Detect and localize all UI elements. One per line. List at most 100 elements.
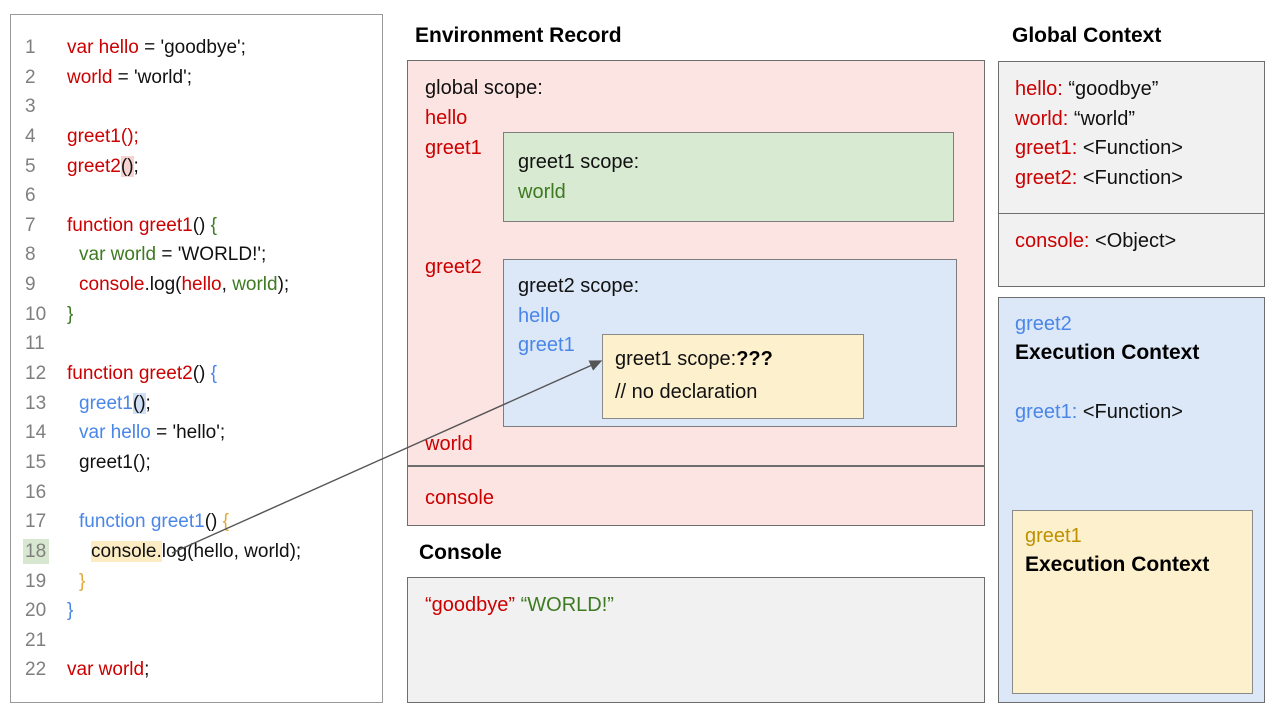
line-number: 4 (25, 122, 63, 152)
console-output-value: “WORLD!” (520, 594, 614, 616)
line-number: 14 (25, 418, 63, 448)
code-segment: { (210, 363, 217, 385)
code-segment: } (79, 570, 86, 592)
code-segment: function greet1 (79, 511, 205, 533)
code-segment: greet1(); (79, 451, 151, 473)
unknown-scope-marker: ??? (736, 348, 773, 370)
line-number-text: 15 (25, 451, 47, 473)
code-text (63, 96, 67, 117)
code-text (63, 333, 67, 354)
code-segment: .log( (144, 274, 182, 296)
entry-value: <Function> (1077, 401, 1183, 423)
code-text: function greet2() { (63, 363, 217, 384)
code-text (63, 185, 67, 206)
console-output-value: “goodbye” (425, 594, 516, 616)
line-number-text: 13 (25, 392, 47, 414)
context-entry: greet1: <Function> (1015, 398, 1183, 428)
code-text: console.log(hello, world); (63, 274, 289, 295)
unknown-scope-label: greet1 scope: (615, 348, 737, 370)
code-text: function greet1() { (63, 511, 229, 532)
greet1-ec-label: Execution Context (1025, 553, 1210, 576)
code-segment: = 'WORLD!'; (156, 244, 267, 266)
code-text: greet1(); (63, 126, 139, 147)
global-context-title: Global Context (1012, 24, 1162, 47)
greet1-scope-var-world: world (518, 181, 566, 203)
code-line: 16 (25, 478, 378, 508)
line-number: 15 (25, 448, 63, 478)
code-segment: = 'hello'; (150, 422, 226, 444)
unknown-scope-comment: // no declaration (615, 381, 758, 403)
code-text: greet1(); (63, 452, 151, 473)
unknown-scope-line: greet1 scope:??? (615, 346, 773, 372)
entry-key: world: (1015, 107, 1069, 130)
line-number: 7 (25, 211, 63, 241)
code-text: var world = 'WORLD!'; (63, 244, 266, 265)
code-segment: log(hello, world); (161, 540, 302, 562)
line-number: 3 (25, 92, 63, 122)
line-number-text: 1 (25, 37, 36, 58)
code-text: var world; (63, 659, 149, 680)
code-text: } (63, 600, 73, 621)
line-number: 21 (25, 626, 63, 656)
code-text (63, 482, 67, 503)
code-segment: ; (144, 659, 150, 681)
line-number: 9 (25, 270, 63, 300)
greet1-scope-label: greet1 scope: (518, 151, 640, 173)
entry-key: greet1: (1015, 401, 1078, 423)
line-number-text: 20 (25, 600, 47, 622)
code-segment: = 'world'; (112, 66, 192, 88)
greet1-scope-box: greet1 scope: world (503, 132, 954, 222)
line-number: 12 (25, 359, 63, 389)
global-var-world: world (425, 433, 473, 455)
code-text: console.log(hello, world); (63, 540, 302, 562)
entry-value: “world” (1068, 107, 1136, 130)
line-number: 2 (25, 63, 63, 93)
code-segment: var hello (79, 422, 151, 444)
line-number: 18 (23, 537, 63, 567)
entry-value: “goodbye” (1062, 78, 1159, 100)
code-segment: var world (79, 244, 157, 266)
code-segment: () (192, 363, 211, 385)
code-text: world = 'world'; (63, 67, 192, 88)
code-segment: console. (91, 540, 162, 562)
greet2-ec-label: Execution Context (1015, 341, 1200, 364)
line-number-text: 3 (25, 96, 36, 118)
line-number: 6 (25, 181, 63, 211)
entry-value: <Object> (1089, 230, 1177, 252)
code-segment: greet1 (79, 392, 133, 414)
global-context-entries: hello: “goodbye”world: “world”greet1: <F… (1015, 75, 1183, 193)
global-var-greet1: greet1 (425, 137, 482, 159)
code-segment: } (67, 303, 74, 325)
global-scope-box: global scope: hello greet1 greet1 scope:… (407, 60, 985, 466)
greet2-scope-box: greet2 scope: hello greet1 greet1 scope:… (503, 259, 957, 427)
code-text: function greet1() { (63, 215, 217, 236)
entry-value: <Function> (1077, 137, 1183, 160)
line-number: 19 (25, 567, 63, 597)
greet1-execution-context-box: greet1 Execution Context (1012, 510, 1253, 694)
line-number: 11 (25, 329, 63, 359)
code-text: var hello = 'hello'; (63, 422, 225, 443)
line-number-text: 18 (23, 538, 50, 564)
code-segment: function greet1 (67, 214, 193, 236)
global-context-box: hello: “goodbye”world: “world”greet1: <F… (998, 61, 1265, 287)
entry-key: hello: (1015, 78, 1063, 100)
line-number-text: 2 (25, 66, 36, 88)
code-segment: , (221, 274, 233, 296)
console-record-var: console (425, 487, 494, 509)
global-scope-label: global scope: (425, 77, 543, 99)
code-segment: world (232, 274, 278, 296)
line-number-text: 6 (25, 185, 36, 207)
code-segment: greet2 (67, 155, 121, 177)
entry-key: console: (1015, 230, 1090, 252)
code-segment: () (120, 155, 134, 177)
code-segment: () (192, 214, 211, 236)
console-record-box: console (407, 466, 985, 526)
console-output-box: “goodbye” “WORLD!” (407, 577, 985, 703)
